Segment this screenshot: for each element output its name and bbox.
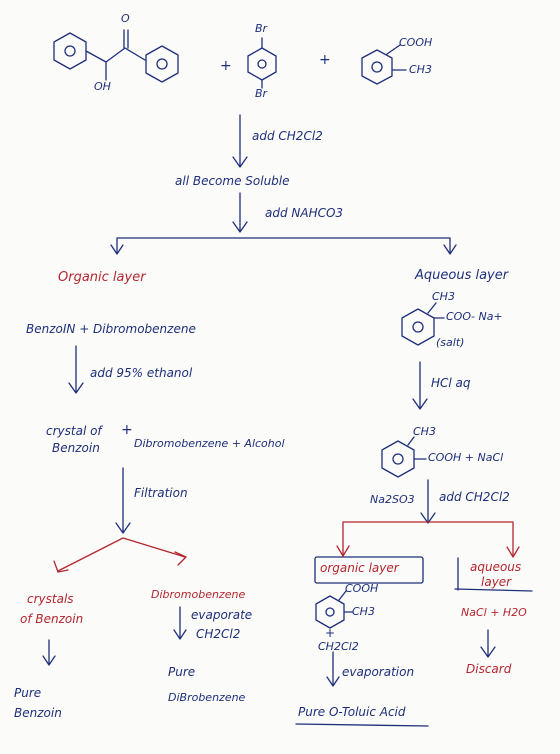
salt-group-label: COO- Na+ (446, 310, 503, 323)
aqueous-box-title-line-1: aqueous (470, 560, 522, 574)
discard-label: Discard (466, 662, 512, 676)
toluic-cooh-label: COOH (399, 36, 433, 49)
step-add-ethanol: add 95% ethanol (90, 366, 193, 380)
step-evaporate-line-1: evaporate (191, 608, 253, 622)
dibromobenzene-ring (247, 47, 277, 81)
plus-sign: + (325, 626, 336, 640)
aqueous-box-title-line-2: layer (481, 575, 512, 589)
organic-layer-title: Organic layer (58, 270, 146, 285)
org-cooh-label: COOH (345, 582, 379, 595)
pure-benzoin-line-1: Pure (14, 686, 42, 700)
org-ch3-label: CH3 (352, 605, 375, 618)
step-all-soluble: all Become Soluble (175, 174, 290, 188)
pure-benzoin-line-2: Benzoin (14, 706, 62, 720)
plus-sign: + (121, 422, 133, 438)
toluic-ring (361, 49, 393, 85)
branch-dibromobenzene: Dibromobenzene (151, 588, 246, 601)
benzoin-ring-right (145, 45, 179, 83)
step-evaporate-line-2: CH2Cl2 (196, 627, 241, 641)
organic-layer-contents: BenzoIN + Dibromobenzene (26, 322, 196, 336)
plus-sign: + (319, 52, 331, 68)
branch-crystals-line-1: crystals (27, 592, 74, 606)
benzoin-oh-label: OH (94, 80, 111, 93)
toluic-ch3-label: CH3 (409, 63, 432, 76)
pure-o-toluic-acid: Pure O-Toluic Acid (298, 705, 406, 719)
step-na2so3: Na2SO3 (370, 493, 415, 506)
salt-ch3-label: CH3 (432, 290, 455, 303)
org-solvent-label: CH2Cl2 (318, 640, 359, 653)
step-filtration: Filtration (134, 486, 188, 500)
step-hcl: HCl aq (431, 376, 471, 390)
benzoin-ring-left (53, 32, 87, 70)
filtrate-solution: Dibromobenzene + Alcohol (134, 437, 285, 450)
acid-ring (381, 440, 415, 478)
crystals-line-1: crystal of (46, 424, 102, 438)
benzoin-oxygen-label: O (121, 12, 130, 25)
salt-label: (salt) (436, 336, 465, 349)
step-add-nahco3: add NAHCO3 (265, 206, 344, 220)
benzoin-chain (85, 47, 146, 63)
org-ring (315, 595, 345, 629)
salt-ring (401, 308, 435, 346)
crystals-line-2: Benzoin (52, 441, 100, 455)
aqueous-box-contents: NaCl + H2O (461, 606, 527, 619)
step-evaporation: evaporation (342, 665, 415, 679)
acid-group-label: COOH + NaCl (428, 451, 504, 464)
step-add-dcm: add CH2Cl2 (252, 129, 323, 143)
pure-dibromobenzene-line-1: Pure (168, 665, 196, 679)
dibromo-br-top: Br (255, 22, 268, 35)
organic-layer-box-title: organic layer (320, 561, 399, 575)
aqueous-layer-title: Aqueous layer (415, 268, 509, 283)
plus-sign: + (220, 58, 232, 74)
branch-crystals-line-2: of Benzoin (20, 612, 84, 626)
dibromo-br-bottom: Br (255, 87, 268, 100)
pure-dibromobenzene-line-2: DiBrobenzene (168, 691, 246, 704)
step-add-dcm-right: add CH2Cl2 (439, 490, 510, 504)
acid-ch3-label: CH3 (413, 425, 436, 438)
